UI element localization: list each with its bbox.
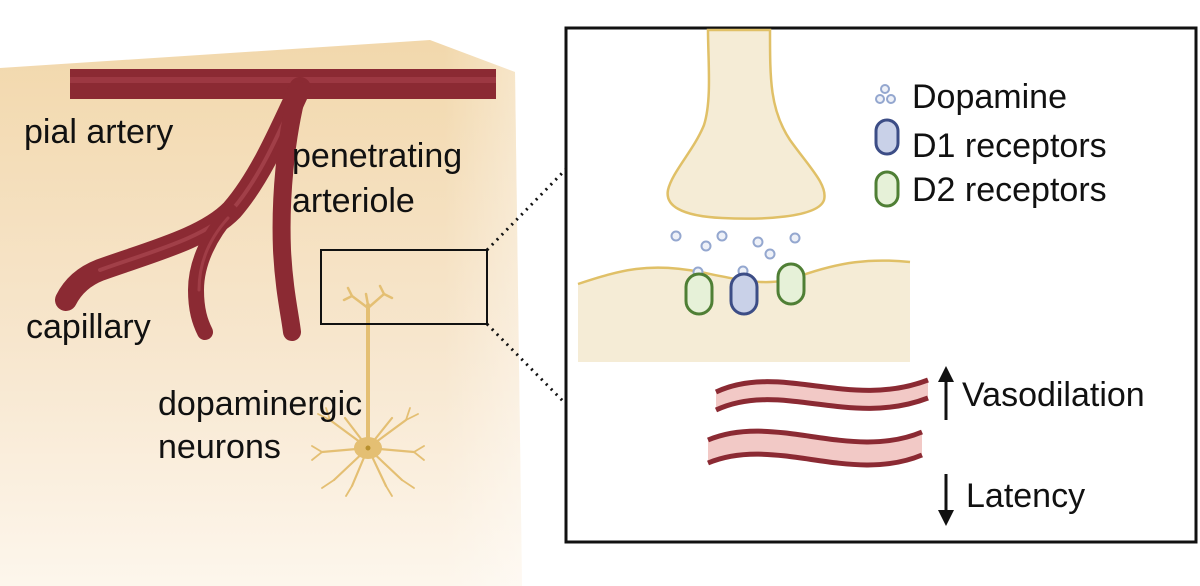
d2-receptor [776, 262, 806, 306]
vasodilation-label: Vasodilation [962, 376, 1145, 414]
capillary-vessel [187, 204, 238, 340]
d1-receptor-icon [874, 118, 900, 156]
neurons-label: neurons [158, 428, 281, 466]
legend-dopamine-label: Dopamine [912, 78, 1067, 116]
down-arrow-icon [938, 474, 954, 526]
dopaminergic-label: dopaminergic [158, 385, 362, 423]
up-arrow-icon [938, 366, 954, 420]
legend-d1-label: D1 receptors [912, 127, 1107, 165]
dilated-vessel-illustration [707, 377, 929, 468]
legend: Dopamine D1 receptors D2 receptors [874, 78, 1107, 209]
descending-branch-vessel [272, 81, 307, 341]
left-panel-labels: pial artery penetrating arteriole capill… [24, 113, 462, 466]
d1-receptor [729, 272, 759, 316]
effects: Vasodilation Latency [938, 366, 1145, 526]
legend-d2-label: D2 receptors [912, 171, 1107, 209]
d2-receptor [684, 272, 714, 316]
vascular-tree [55, 69, 496, 341]
latency-label: Latency [966, 477, 1085, 515]
dopaminergic-neuron [311, 284, 425, 497]
penetrating-label: penetrating [292, 137, 462, 175]
d2-receptor-icon [874, 170, 900, 208]
arteriole-label: arteriole [292, 182, 415, 220]
presynaptic-terminal [666, 28, 826, 220]
capillary-label: capillary [26, 308, 151, 346]
dopamine-molecules-icon [875, 84, 896, 104]
pial-artery-label: pial artery [24, 113, 173, 151]
receptors [684, 262, 806, 316]
zoom-region-box [320, 249, 488, 325]
